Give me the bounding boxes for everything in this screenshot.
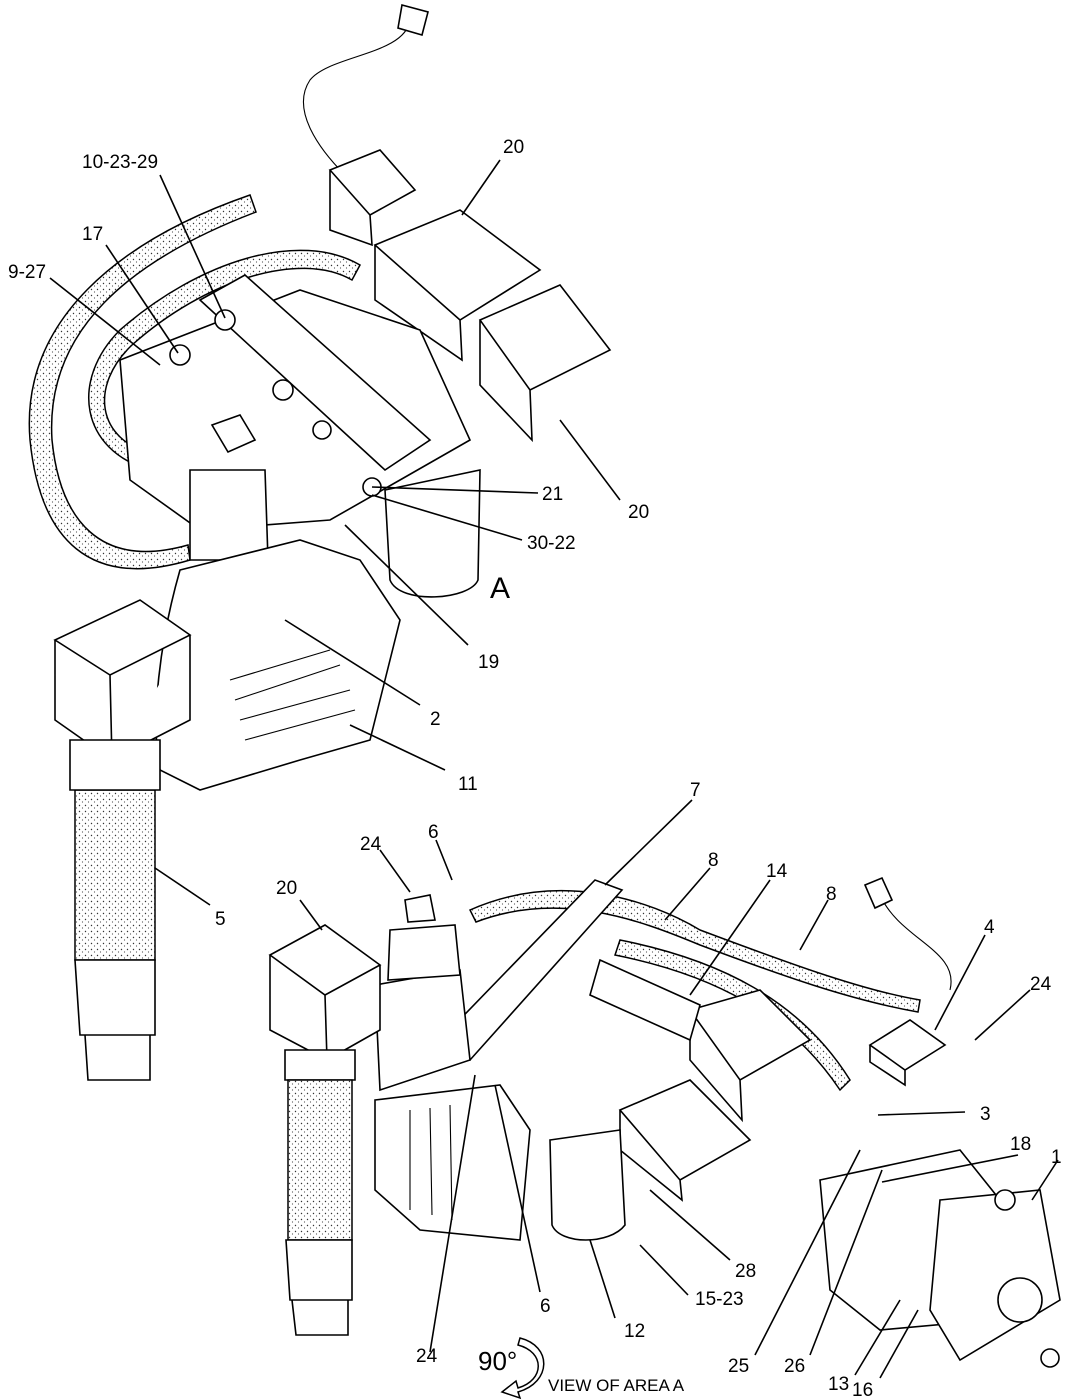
label-1: 1 xyxy=(1051,1147,1062,1168)
upper-sensor-wire xyxy=(302,19,411,176)
lower-pump-flange-1 xyxy=(929,1189,1061,1362)
label-6-bottom: 6 xyxy=(540,1296,551,1317)
upper-pressure-switch xyxy=(189,469,269,561)
lower-hose-8-lower xyxy=(614,939,851,1092)
label-5: 5 xyxy=(215,909,226,930)
upper-mounting-bracket xyxy=(198,274,432,472)
lower-wire-terminal xyxy=(863,876,894,910)
label-17: 17 xyxy=(82,224,103,245)
upper-solenoid-connector-small xyxy=(328,149,417,247)
leader-lines xyxy=(49,159,1059,1379)
label-16: 16 xyxy=(852,1380,873,1400)
label-14: 14 xyxy=(766,861,788,882)
upper-motor-housing xyxy=(155,539,401,791)
upper-wire-terminal xyxy=(397,3,429,36)
lower-pump-bolt xyxy=(994,1189,1016,1211)
label-28: 28 xyxy=(735,1261,756,1282)
label-2: 2 xyxy=(430,709,441,730)
label-25: 25 xyxy=(728,1356,749,1377)
label-10-23-29: 10-23-29 xyxy=(82,152,158,173)
label-24-top: 24 xyxy=(360,834,382,855)
lower-hose-bottom-fitting xyxy=(285,1239,353,1336)
rotation-text: 90° xyxy=(478,1346,517,1376)
lower-valve-housing xyxy=(374,969,471,1092)
lower-pump-bolt xyxy=(1040,1348,1060,1368)
view-caption: VIEW OF AREA A xyxy=(548,1376,685,1395)
lower-switch-24 xyxy=(387,894,461,981)
upper-assembly xyxy=(28,3,612,1081)
label-15-23: 15-23 xyxy=(695,1289,744,1310)
lower-assembly xyxy=(268,876,1061,1368)
label-20-left: 20 xyxy=(276,878,297,899)
lower-hose-top-nut xyxy=(284,1049,356,1081)
lower-spool-tube xyxy=(589,958,701,1042)
label-11: 11 xyxy=(458,774,478,795)
lower-connector-20 xyxy=(268,924,382,1062)
lower-motor-housing xyxy=(374,1084,531,1241)
label-20-top: 20 xyxy=(503,137,524,158)
upper-motor-connector xyxy=(53,599,192,762)
label-13: 13 xyxy=(828,1374,849,1395)
callout-labels: 10-23-29 20 17 9-27 21 20 30-22 A 19 2 1… xyxy=(8,137,1062,1400)
label-view-a: A xyxy=(490,572,510,605)
label-18: 18 xyxy=(1010,1134,1031,1155)
lower-filter-canister-12 xyxy=(549,1129,626,1241)
lower-hose xyxy=(287,1079,353,1241)
rotation-arrow-icon xyxy=(500,1337,545,1400)
label-20-right: 20 xyxy=(628,502,649,523)
label-19: 19 xyxy=(478,652,499,673)
view-rotation-indicator: 90° VIEW OF AREA A xyxy=(478,1337,685,1400)
upper-solenoid-coil-20-right xyxy=(478,284,612,443)
upper-filter-canister xyxy=(384,469,481,598)
lower-sensor-wire xyxy=(879,894,952,991)
label-12: 12 xyxy=(624,1321,645,1342)
label-8-right: 8 xyxy=(826,884,837,905)
label-8-left: 8 xyxy=(708,850,719,871)
label-4: 4 xyxy=(984,917,995,938)
label-26: 26 xyxy=(784,1356,805,1377)
lower-pump-shaft xyxy=(997,1277,1043,1323)
label-24-bottom: 24 xyxy=(416,1346,438,1367)
lower-hose-8 xyxy=(468,890,921,1013)
label-7: 7 xyxy=(690,780,701,801)
upper-hose-5-bottom-fitting xyxy=(74,959,156,1081)
label-24-right: 24 xyxy=(1030,974,1052,995)
label-6-top: 6 xyxy=(428,822,439,843)
label-21: 21 xyxy=(542,484,563,505)
upper-hose-5-top-nut xyxy=(69,739,161,791)
upper-hose-5 xyxy=(74,789,156,961)
label-3: 3 xyxy=(980,1104,991,1125)
lower-clamp-4 xyxy=(868,1019,947,1087)
label-9-27: 9-27 xyxy=(8,262,46,283)
upper-switch-cap xyxy=(210,414,257,454)
label-30-22: 30-22 xyxy=(527,533,576,554)
